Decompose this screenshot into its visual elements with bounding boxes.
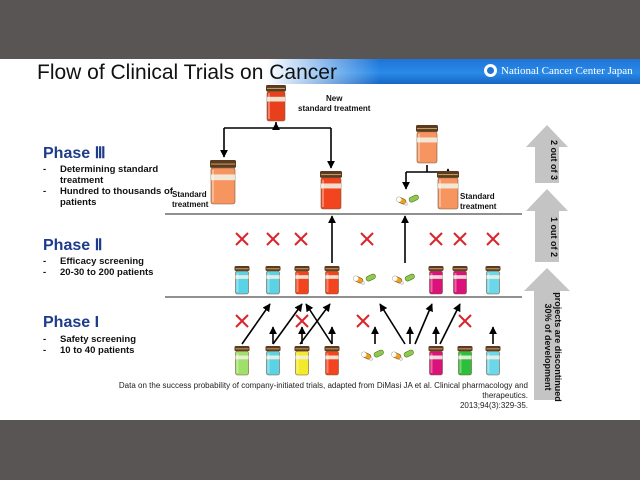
title-bar [0, 59, 640, 84]
phase-3-bullets: -Determining standard treatment -Hundred… [43, 164, 173, 208]
logo-mark-icon [484, 64, 497, 77]
flow-arrow [299, 303, 331, 345]
medicine-bottle-icon [416, 125, 438, 164]
phase-3-title: Phase Ⅲ [43, 145, 106, 162]
cross-icon [235, 232, 249, 246]
medicine-bottle-icon [320, 171, 342, 210]
flow-arrow [379, 303, 406, 345]
phase-1-title: Phase I [43, 314, 100, 331]
medicine-bottle-icon [457, 346, 473, 376]
phase-1-bullets: -Safety screening -10 to 40 patients [43, 334, 137, 356]
flow-arrow [414, 303, 433, 345]
medicine-bottle-icon [234, 266, 250, 295]
cross-icon [356, 314, 370, 328]
cross-icon [486, 232, 500, 246]
medicine-bottle-icon [294, 266, 310, 295]
slide-title: Flow of Clinical Trials on Cancer [37, 61, 337, 84]
flow-arrow [272, 303, 303, 345]
cross-icon [360, 232, 374, 246]
logo-text: National Cancer Center Japan [501, 64, 633, 77]
side-arrow-phase3: 2 out of 3 [526, 125, 568, 183]
medicine-bottle-icon [485, 266, 501, 295]
phase-1-bullet-1: Safety screening [60, 334, 137, 345]
capsule-pills-icon [391, 349, 414, 361]
medicine-bottle-icon [324, 346, 340, 376]
cross-icon [295, 314, 309, 328]
phase-2-bullets: -Efficacy screening -20-30 to 200 patien… [43, 256, 154, 278]
medicine-bottle-icon [428, 346, 444, 376]
medicine-bottle-icon [485, 346, 501, 376]
cross-icon [458, 314, 472, 328]
svg-text:2 out of 3: 2 out of 3 [549, 140, 559, 180]
phase-3-bullet-2: Hundred to thousands of patients [60, 186, 173, 208]
svg-text:1 out of 2: 1 out of 2 [549, 217, 559, 257]
new-standard-label: New standard treatment [298, 94, 371, 113]
medicine-bottle-icon [266, 85, 286, 122]
standard-treatment-label-right: Standard treatment [460, 192, 497, 211]
svg-text:30% of development: 30% of development [543, 303, 553, 390]
capsule-pills-icon [392, 273, 415, 285]
flow-arrow [439, 303, 461, 345]
capsule-pills-icon [396, 194, 419, 206]
cross-icon [266, 232, 280, 246]
medicine-bottle-icon [437, 171, 459, 210]
flow-arrow [241, 303, 271, 345]
phase-2-bullet-2: 20-30 to 200 patients [60, 267, 154, 278]
flow-diagram: 2 out of 3 1 out of 2 30% of development… [165, 85, 570, 402]
standard-treatment-label-left: Standard treatment [172, 190, 209, 209]
medicine-bottle-icon [452, 266, 468, 295]
phase-1-bullet-2: 10 to 40 patients [60, 345, 135, 356]
phase-2-title: Phase Ⅱ [43, 237, 103, 254]
side-arrow-phase2: 1 out of 2 [526, 189, 568, 262]
logo: National Cancer Center Japan [484, 64, 633, 77]
medicine-bottle-icon [210, 160, 236, 205]
medicine-bottle-icon [324, 266, 340, 295]
medicine-bottle-icon [265, 346, 281, 376]
medicine-bottle-icon [265, 266, 281, 295]
medicine-bottle-icon [234, 346, 250, 376]
cross-icon [453, 232, 467, 246]
capsule-pills-icon [353, 273, 376, 285]
cross-icon [429, 232, 443, 246]
capsule-pills-icon [361, 349, 384, 361]
medicine-bottle-icon [294, 346, 310, 376]
phase-3-bullet-1: Determining standard treatment [60, 164, 159, 186]
flow-arrow [305, 303, 333, 345]
phase-2-bullet-1: Efficacy screening [60, 256, 144, 267]
slide: Flow of Clinical Trials on Cancer Nation… [0, 59, 640, 420]
citation: Data on the success probability of compa… [118, 381, 528, 410]
cross-icon [235, 314, 249, 328]
cross-icon [294, 232, 308, 246]
medicine-bottle-icon [428, 266, 444, 295]
side-arrow-phase1: 30% of development projects are disconti… [524, 268, 570, 402]
svg-text:projects are discontinued: projects are discontinued [553, 292, 563, 402]
